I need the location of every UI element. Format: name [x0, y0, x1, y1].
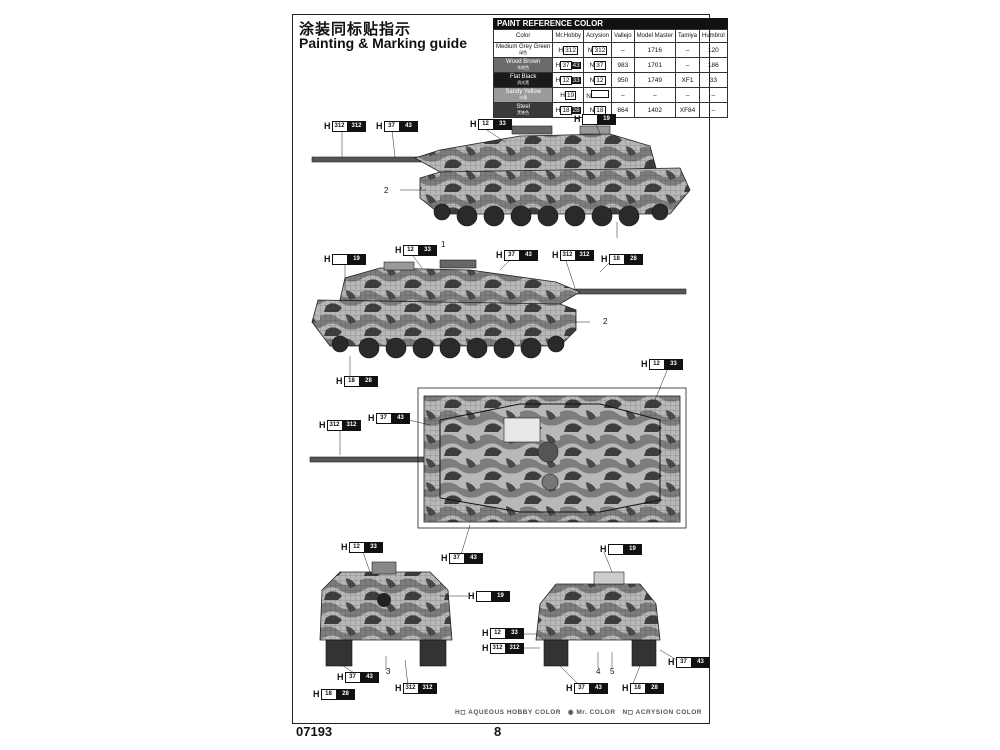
- humbrol-code: –: [699, 102, 728, 118]
- tamiya-code: XF84: [674, 102, 701, 118]
- col-tamiya: Tamiya: [674, 29, 701, 43]
- humbrol-code: 120: [699, 42, 728, 58]
- callout-3: 3: [386, 667, 391, 676]
- col-humbrol: Humbrol: [699, 29, 728, 43]
- tamiya-code: –: [674, 87, 701, 103]
- callout-2: 2: [603, 317, 608, 326]
- product-code: 07193: [296, 724, 333, 739]
- callout-2: 2: [384, 186, 389, 195]
- tank-side-view-right: [311, 259, 687, 359]
- color-legend: H◻ AQUEOUS HOBBY COLOR ◉ Mr. COLOR N◻ AC…: [455, 708, 702, 716]
- legend-acrysion: N◻ ACRYSION COLOR: [622, 709, 702, 716]
- title-chinese: 涂装同标贴指示: [299, 21, 412, 38]
- page-number: 8: [494, 724, 502, 739]
- legend-mr-color: ◉ Mr. COLOR: [567, 709, 616, 716]
- modelmaster-code: 1402: [633, 102, 677, 118]
- callout-1: 1: [441, 240, 446, 249]
- tank-front-view: [319, 561, 453, 667]
- callout-5: 5: [610, 667, 615, 676]
- acrysion-code: N: [583, 87, 613, 103]
- paint-table-caption: PAINT REFERENCE COLOR: [493, 18, 728, 29]
- title-english: Painting & Marking guide: [299, 35, 468, 51]
- vallejo-code: 864: [611, 102, 635, 118]
- tank-rear-view: [535, 571, 661, 667]
- legend-aqueous: H◻ AQUEOUS HOBBY COLOR: [455, 709, 561, 716]
- modelmaster-code: 1749: [633, 72, 677, 88]
- tank-side-view-left: [311, 125, 691, 227]
- callout-4: 4: [596, 667, 601, 676]
- tank-top-view: [309, 387, 687, 529]
